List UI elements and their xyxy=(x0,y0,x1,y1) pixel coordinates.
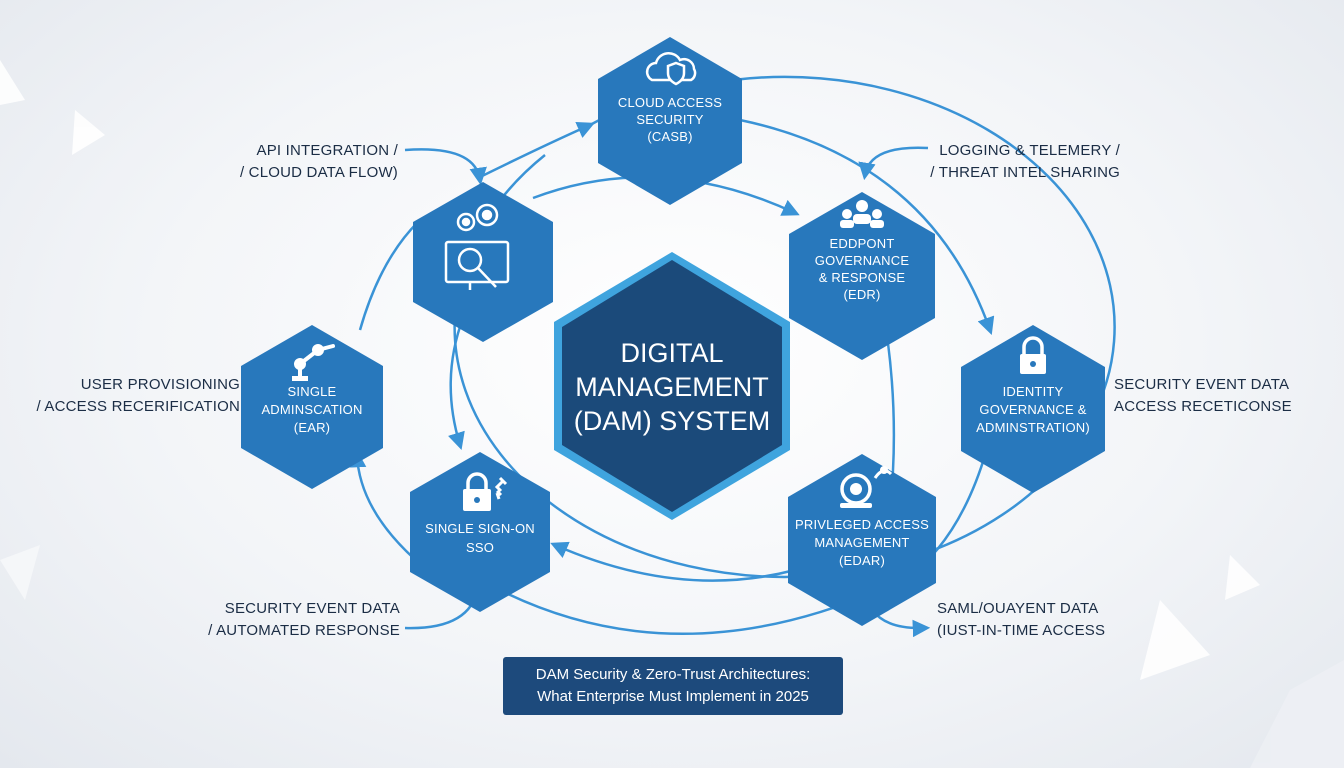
background-decoration xyxy=(0,60,1344,768)
label-security-right-line1: SECURITY EVENT DATA xyxy=(1114,376,1290,393)
edr-label-4: (EDR) xyxy=(843,287,880,302)
label-logging: LOGGING & TELEMERY / / THREAT INTEL SHAR… xyxy=(930,140,1120,184)
center-title-line2: MANAGEMENT xyxy=(575,372,769,402)
node-iga[interactable]: IDENTITY GOVERNANCE & ADMINSTRATION) xyxy=(961,325,1105,493)
caption-line2: What Enterprise Must Implement in 2025 xyxy=(537,688,809,705)
node-api[interactable] xyxy=(413,182,553,342)
connector-ring xyxy=(453,75,1116,579)
edr-label-2: GOVERNANCE xyxy=(815,253,910,268)
iga-label-2: GOVERNANCE & xyxy=(979,402,1086,417)
single-label-1: SINGLE xyxy=(288,384,337,399)
node-edr[interactable]: EDDPONT GOVERNANCE & RESPONSE (EDR) xyxy=(789,192,935,360)
casb-label-3: (CASB) xyxy=(647,129,692,144)
pam-label-1: PRIVLEGED ACCESS xyxy=(795,517,929,532)
label-user-provisioning: USER PROVISIONING / ACCESS RECERIFICATIO… xyxy=(36,374,240,418)
cloud-shield-icon xyxy=(645,51,697,86)
caption-line1: DAM Security & Zero-Trust Architectures: xyxy=(535,666,811,683)
label-saml: SAML/OUAYENT DATA (IUST-IN-TIME ACCESS xyxy=(937,598,1105,642)
casb-label-1: CLOUD ACCESS xyxy=(618,95,722,110)
center-node[interactable]: DIGITAL MANAGEMENT (DAM) SYSTEM xyxy=(554,252,790,520)
single-label-2: ADMINSCATION xyxy=(261,402,362,417)
center-title-line3: (DAM) SYSTEM xyxy=(574,406,771,436)
edr-label-1: EDDPONT xyxy=(830,236,895,251)
webcam-icon xyxy=(840,466,893,508)
label-security-right-line2: ACCESS RECETICONSE xyxy=(1114,398,1292,415)
label-api-line1: API INTEGRATION / xyxy=(256,142,398,159)
pam-label-3: (EDAR) xyxy=(839,553,885,568)
padlock-icon xyxy=(1020,336,1046,374)
sso-label-1: SINGLE SIGN-ON xyxy=(425,521,535,536)
label-logging-line1: LOGGING & TELEMERY / xyxy=(939,142,1120,159)
node-sso[interactable]: SINGLE SIGN-ON SSO xyxy=(410,452,550,612)
single-label-3: (EAR) xyxy=(294,420,330,435)
pam-label-2: MANAGEMENT xyxy=(814,535,909,550)
label-security-right: SECURITY EVENT DATA ACCESS RECETICONSE xyxy=(1114,374,1292,418)
label-logging-line2: / THREAT INTEL SHARING xyxy=(930,164,1120,181)
label-user-line2: / ACCESS RECERIFICATION xyxy=(36,398,240,415)
label-user-line1: USER PROVISIONING xyxy=(80,376,240,393)
robot-arm-icon xyxy=(292,344,335,381)
label-api-line2: / CLOUD DATA FLOW) xyxy=(239,164,398,181)
label-saml-line2: (IUST-IN-TIME ACCESS xyxy=(937,622,1106,639)
people-network-icon xyxy=(840,200,884,228)
iga-label-1: IDENTITY xyxy=(1003,384,1064,399)
node-pam[interactable]: PRIVLEGED ACCESS MANAGEMENT (EDAR) xyxy=(788,454,936,626)
label-security-left-line1: SECURITY EVENT DATA xyxy=(224,600,400,617)
node-casb[interactable]: CLOUD ACCESS SECURITY (CASB) xyxy=(598,37,742,205)
iga-label-3: ADMINSTRATION) xyxy=(976,420,1090,435)
center-title-line1: DIGITAL xyxy=(620,338,723,368)
casb-label-2: SECURITY xyxy=(636,112,703,127)
padlock-key-icon xyxy=(463,472,508,511)
caption-banner: DAM Security & Zero-Trust Architectures:… xyxy=(503,657,843,715)
label-saml-line1: SAML/OUAYENT DATA xyxy=(937,600,1099,617)
label-security-left: SECURITY EVENT DATA / AUTOMATED RESPONSE xyxy=(208,598,400,642)
sso-label-2: SSO xyxy=(466,540,494,555)
node-single-admin[interactable]: SINGLE ADMINSCATION (EAR) xyxy=(241,325,383,489)
edr-label-3: & RESPONSE xyxy=(819,270,906,285)
label-api-integration: API INTEGRATION / / CLOUD DATA FLOW) xyxy=(240,140,398,184)
label-security-left-line2: / AUTOMATED RESPONSE xyxy=(208,622,400,639)
gears-monitor-search-icon xyxy=(444,203,510,290)
